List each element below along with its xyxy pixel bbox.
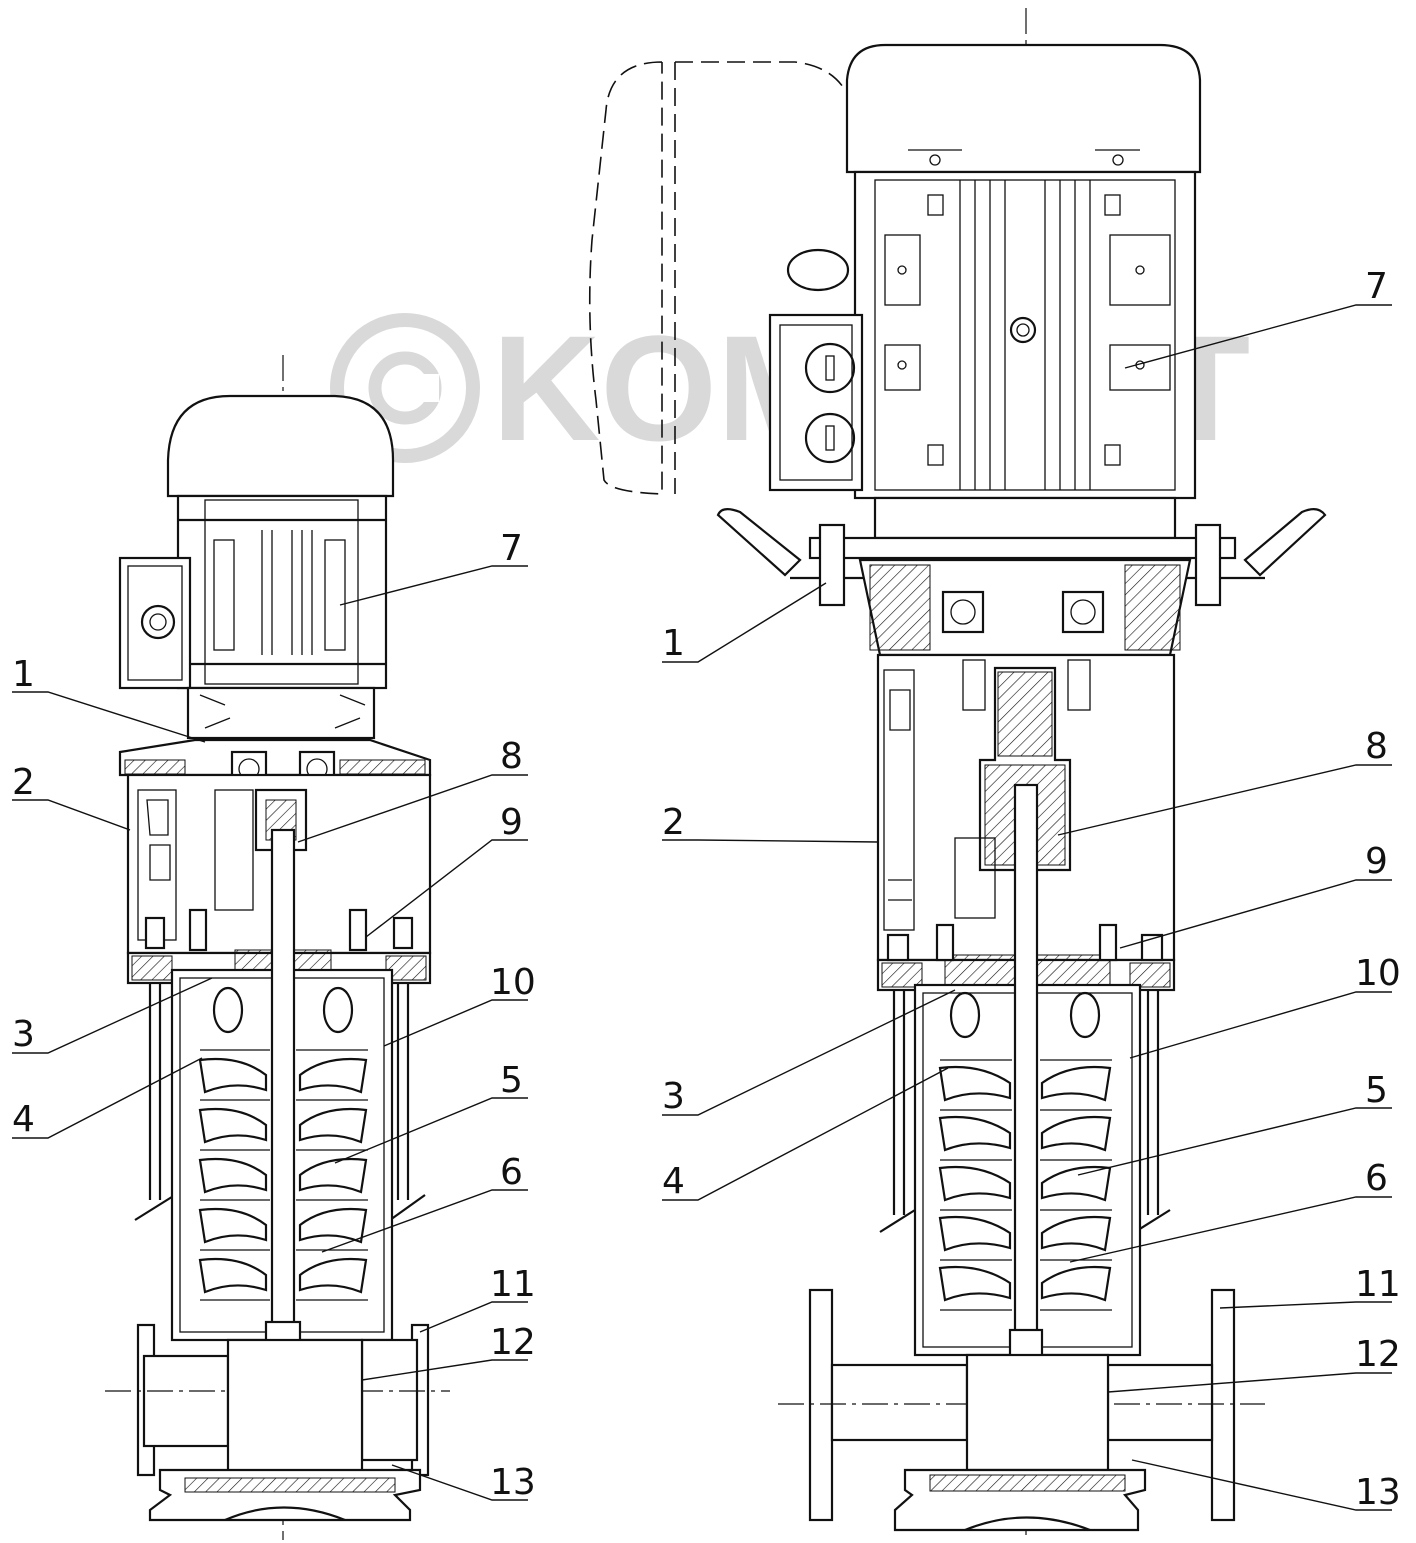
left-motor-flange <box>186 686 376 740</box>
right-pump: 1 2 3 4 5 6 7 8 9 10 11 12 13 <box>588 8 1401 1535</box>
right-callout-3: 3 <box>662 1076 685 1117</box>
right-outlet-flange <box>1210 1288 1236 1522</box>
right-cable-gland-bottom <box>804 412 856 464</box>
right-motor-neck <box>873 496 1177 540</box>
left-callout-6: 6 <box>500 1152 523 1193</box>
right-outlet-port <box>1106 1363 1214 1442</box>
left-callout-1: 1 <box>12 654 35 695</box>
right-lifting-eye <box>786 248 850 292</box>
left-pump: 1 2 3 4 5 6 7 8 9 10 11 12 13 <box>12 355 536 1540</box>
left-callout-4: 4 <box>12 1099 35 1140</box>
left-terminal-box <box>118 556 192 690</box>
right-callout-13: 13 <box>1355 1472 1401 1513</box>
right-chamber <box>965 1353 1110 1472</box>
left-callout-10: 10 <box>490 962 536 1003</box>
left-motor-body <box>176 494 388 690</box>
right-lifting-handle-left <box>716 508 802 577</box>
right-cable-gland-top <box>804 342 856 394</box>
right-callout-8: 8 <box>1365 726 1388 767</box>
left-callout-11: 11 <box>490 1264 536 1305</box>
right-bearing-left <box>941 590 985 634</box>
right-callout-9: 9 <box>1365 841 1388 882</box>
left-inlet-port <box>142 1354 230 1448</box>
left-callout-13: 13 <box>490 1462 536 1503</box>
left-callout-12: 12 <box>490 1322 536 1363</box>
left-pump-stages <box>198 986 368 1301</box>
left-callouts: 1 2 3 4 5 6 7 8 9 10 11 12 13 <box>12 528 536 1503</box>
right-shaft-nut <box>1008 1328 1044 1358</box>
left-callout-9: 9 <box>500 802 523 843</box>
right-motor-center-bolt <box>1009 316 1037 344</box>
right-inlet-port <box>830 1363 969 1442</box>
left-shaft <box>270 828 296 1337</box>
right-callouts: 1 2 3 4 5 6 7 8 9 10 11 12 13 <box>662 266 1401 1513</box>
right-bearing-right <box>1061 590 1105 634</box>
right-pump-stages <box>938 991 1112 1311</box>
left-callout-7: 7 <box>500 528 523 569</box>
left-callout-5: 5 <box>500 1060 523 1101</box>
right-callout-4: 4 <box>662 1161 685 1202</box>
right-lifting-handle-right <box>1243 508 1327 577</box>
right-tie-rods <box>879 990 1171 1233</box>
right-callout-2: 2 <box>662 802 685 843</box>
left-tie-rods <box>134 983 426 1221</box>
left-outlet-port <box>360 1338 419 1462</box>
right-inlet-flange <box>808 1288 834 1522</box>
right-motor-fins <box>959 180 1091 490</box>
right-shaft <box>1013 783 1039 1352</box>
right-callout-10: 10 <box>1355 953 1401 994</box>
right-callout-6: 6 <box>1365 1158 1388 1199</box>
right-callout-1: 1 <box>662 623 685 664</box>
left-chamber <box>226 1338 364 1482</box>
right-motor-top-cover <box>845 43 1202 174</box>
right-callout-5: 5 <box>1365 1070 1388 1111</box>
left-callout-3: 3 <box>12 1014 35 1055</box>
left-callout-2: 2 <box>12 762 35 803</box>
right-terminal-box <box>768 313 864 492</box>
right-callout-11: 11 <box>1355 1264 1401 1305</box>
left-cable-gland <box>140 604 176 640</box>
right-callout-7: 7 <box>1365 266 1388 307</box>
right-cover-screws <box>908 149 1140 166</box>
left-motor-fan-cover <box>166 394 395 498</box>
left-motor-fins <box>261 530 313 655</box>
right-fan-cover-dashed <box>588 61 663 495</box>
right-callout-12: 12 <box>1355 1334 1401 1375</box>
copyright-circle-logo <box>330 313 480 463</box>
left-callout-8: 8 <box>500 736 523 777</box>
right-mounting-flange <box>808 536 1237 560</box>
